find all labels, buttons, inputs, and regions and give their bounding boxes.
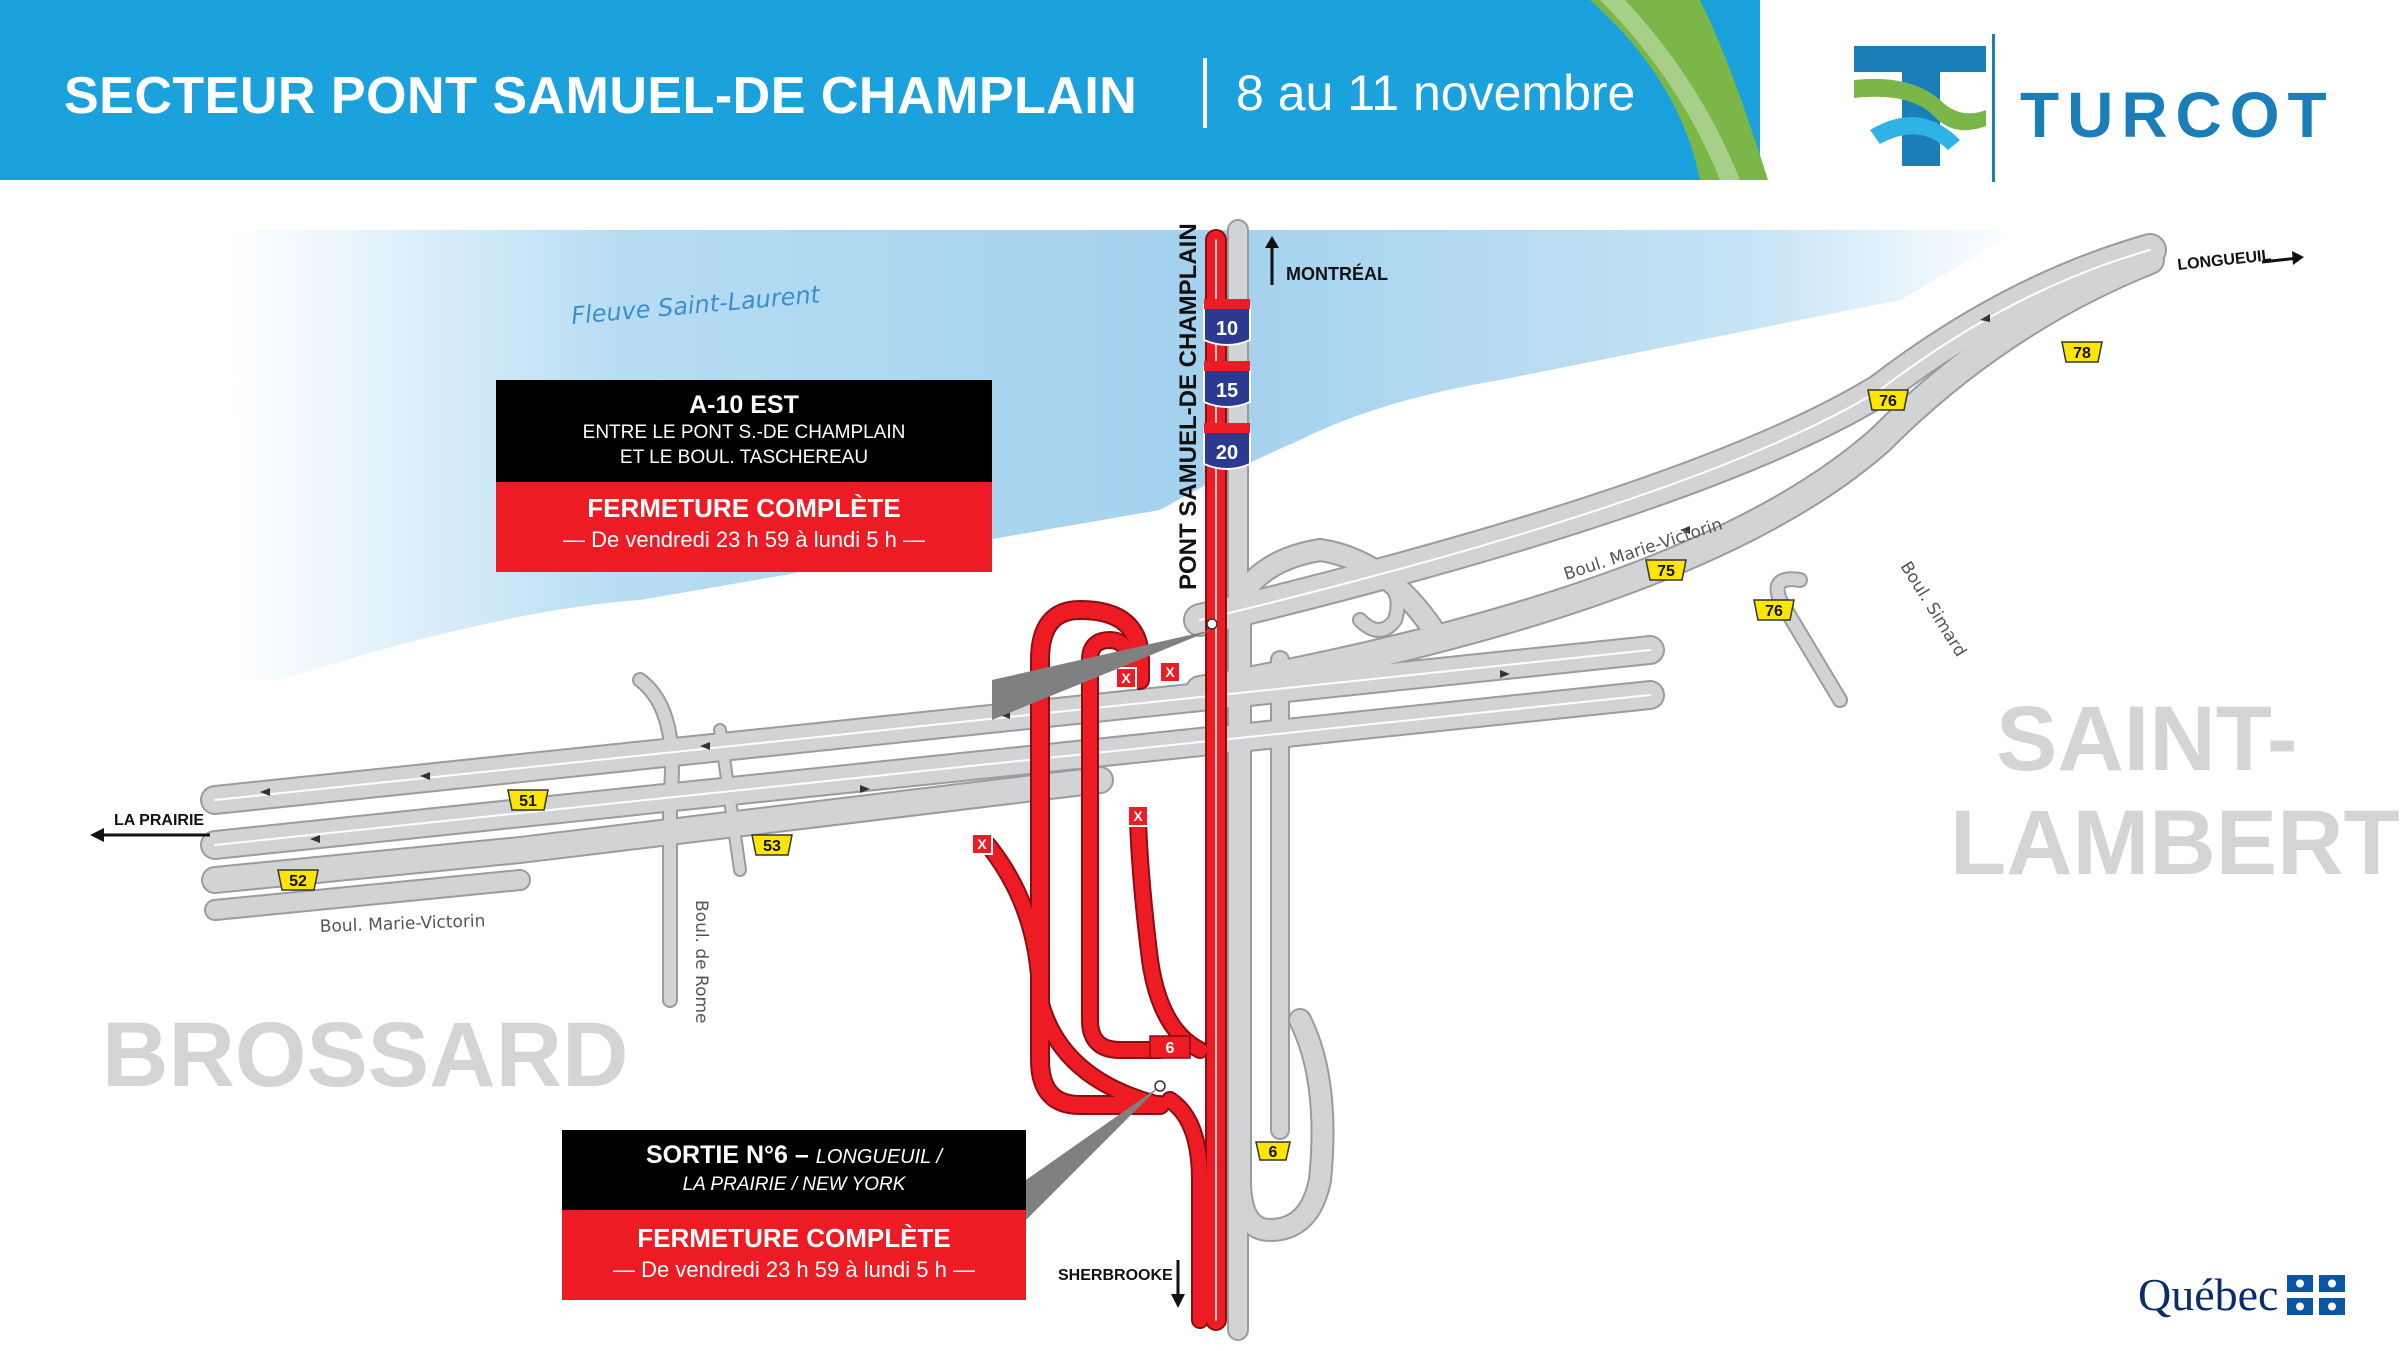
callout-a10-line1: ENTRE LE PONT S.-DE CHAMPLAIN: [582, 422, 906, 443]
municipality-brossard: BROSSARD: [102, 1004, 628, 1106]
callout-a10-closure: A-10 EST ENTRE LE PONT S.-DE CHAMPLAIN E…: [496, 380, 992, 572]
highway-network: [200, 219, 2167, 1341]
svg-text:76: 76: [1879, 393, 1897, 410]
quebec-logo: Québec: [2138, 1270, 2345, 1320]
street-label-rome: Boul. de Rome: [691, 900, 711, 1024]
callout-a10-schedule: — De vendredi 23 h 59 à lundi 5 h —: [562, 527, 925, 552]
callout-pointer-exit6: [1026, 1086, 1160, 1220]
callout-a10-status: FERMETURE COMPLÈTE: [587, 493, 901, 523]
street-label-simard: Boul. Simard: [1896, 558, 1970, 660]
callout-exit6-title: SORTIE N°6 –: [645, 1141, 816, 1169]
callout-pointer-a10: [992, 630, 1212, 720]
bridge-label: PONT SAMUEL-DE CHAMPLAIN: [1175, 223, 1202, 590]
date-range: 8 au 11 novembre: [1236, 65, 1636, 121]
callout-exit6-schedule: — De vendredi 23 h 59 à lundi 5 h —: [612, 1257, 975, 1282]
traffic-arrows: [260, 314, 1990, 843]
svg-text:20: 20: [1216, 442, 1238, 464]
direction-la-prairie: LA PRAIRIE: [90, 812, 210, 842]
road-map: Fleuve Saint-Laurent: [90, 219, 2400, 1341]
highway-shield-15: 15: [1203, 361, 1251, 408]
banner-green-accent: [1590, 0, 1768, 180]
svg-text:SHERBROOKE: SHERBROOKE: [1058, 1267, 1173, 1284]
exit-tag-76-north: 76: [1867, 389, 1909, 411]
callout-a10-title: A-10 EST: [689, 391, 799, 419]
svg-text:15: 15: [1216, 380, 1238, 402]
svg-text:X: X: [1165, 664, 1175, 680]
closure-markers: X X X X: [971, 661, 1181, 855]
svg-text:78: 78: [2073, 345, 2091, 362]
exit-tag-53: 53: [751, 834, 793, 856]
exit-tag-52: 52: [277, 869, 319, 891]
quebec-wordmark: Québec: [2138, 1269, 2279, 1320]
callout-a10-line2: ET LE BOUL. TASCHEREAU: [619, 447, 869, 468]
callout-exit6-title-row: SORTIE N°6 – LONGUEUIL /: [562, 1140, 1026, 1172]
svg-text:6: 6: [1269, 1144, 1278, 1161]
highway-shield-10: 10: [1203, 299, 1251, 346]
title-separator: [1203, 58, 1207, 128]
exit-tag-78: 78: [2061, 341, 2103, 363]
svg-text:MONTRÉAL: MONTRÉAL: [1286, 263, 1388, 284]
direction-longueuil: LONGUEUIL: [2177, 247, 2304, 274]
highway-shield-20: 20: [1203, 423, 1251, 470]
municipality-labels: SAINT- LAMBERT BROSSARD: [102, 688, 2400, 1106]
turcot-logo-icon: [1854, 46, 1986, 166]
svg-text:LA PRAIRIE: LA PRAIRIE: [114, 812, 204, 829]
callout-exit6-line1: LA PRAIRIE / NEW YORK: [682, 1174, 906, 1195]
page-title: SECTEUR PONT SAMUEL-DE CHAMPLAIN: [64, 67, 1138, 125]
exit-tags: 78 76 75 76 51 53 52 6 6: [277, 341, 2103, 1161]
exit-tag-6-closed: 6: [1149, 1035, 1191, 1059]
callout-dot-exit6: [1154, 1080, 1166, 1092]
svg-text:X: X: [1121, 670, 1131, 686]
callout-exit6-status-box: FERMETURE COMPLÈTE — De vendredi 23 h 59…: [562, 1210, 1026, 1300]
exit-tag-6: 6: [1255, 1141, 1291, 1161]
brand-name: TURCOT: [2020, 79, 2335, 151]
header-banner: [0, 0, 1760, 180]
callout-dot-a10: [1206, 618, 1218, 630]
svg-text:53: 53: [763, 838, 781, 855]
fleurdelise-icon: [2286, 1275, 2345, 1315]
exit-tag-76-south: 76: [1753, 599, 1795, 621]
street-label-marie-victorin-west: Boul. Marie-Victorin: [319, 911, 485, 937]
svg-text:52: 52: [289, 873, 307, 890]
closed-roads: [979, 229, 1227, 1331]
municipality-saint-lambert-line2: LAMBERT: [1950, 792, 2400, 894]
closure-marker-2: X: [1159, 661, 1181, 683]
svg-text:LONGUEUIL: LONGUEUIL: [2177, 247, 2273, 274]
callout-a10-header: A-10 EST ENTRE LE PONT S.-DE CHAMPLAIN E…: [496, 380, 992, 482]
callout-a10-status-box: FERMETURE COMPLÈTE — De vendredi 23 h 59…: [496, 482, 992, 572]
exit-tag-51: 51: [507, 789, 549, 811]
callout-exit6-header: SORTIE N°6 – LONGUEUIL / LA PRAIRIE / NE…: [562, 1130, 1026, 1210]
direction-sherbrooke: SHERBROOKE: [1058, 1260, 1185, 1308]
municipality-saint-lambert-line1: SAINT-: [1996, 688, 2298, 790]
closure-marker-1: X: [1115, 667, 1137, 689]
svg-text:6: 6: [1166, 1040, 1175, 1057]
exit-tag-75: 75: [1645, 559, 1687, 581]
direction-montreal: MONTRÉAL: [1265, 236, 1388, 285]
logo-separator: [1992, 34, 1995, 182]
callout-exit6-status: FERMETURE COMPLÈTE: [637, 1223, 951, 1253]
svg-text:10: 10: [1216, 318, 1238, 340]
closure-marker-3: X: [1127, 805, 1149, 827]
svg-text:75: 75: [1657, 563, 1675, 580]
svg-text:76: 76: [1765, 603, 1783, 620]
svg-text:X: X: [977, 836, 987, 852]
svg-text:X: X: [1133, 808, 1143, 824]
callout-exit6-title-italic: LONGUEUIL /: [815, 1146, 943, 1168]
callout-exit6-closure: SORTIE N°6 – LONGUEUIL / LA PRAIRIE / NE…: [562, 1130, 1026, 1300]
svg-text:51: 51: [519, 793, 537, 810]
closure-marker-4: X: [971, 833, 993, 855]
